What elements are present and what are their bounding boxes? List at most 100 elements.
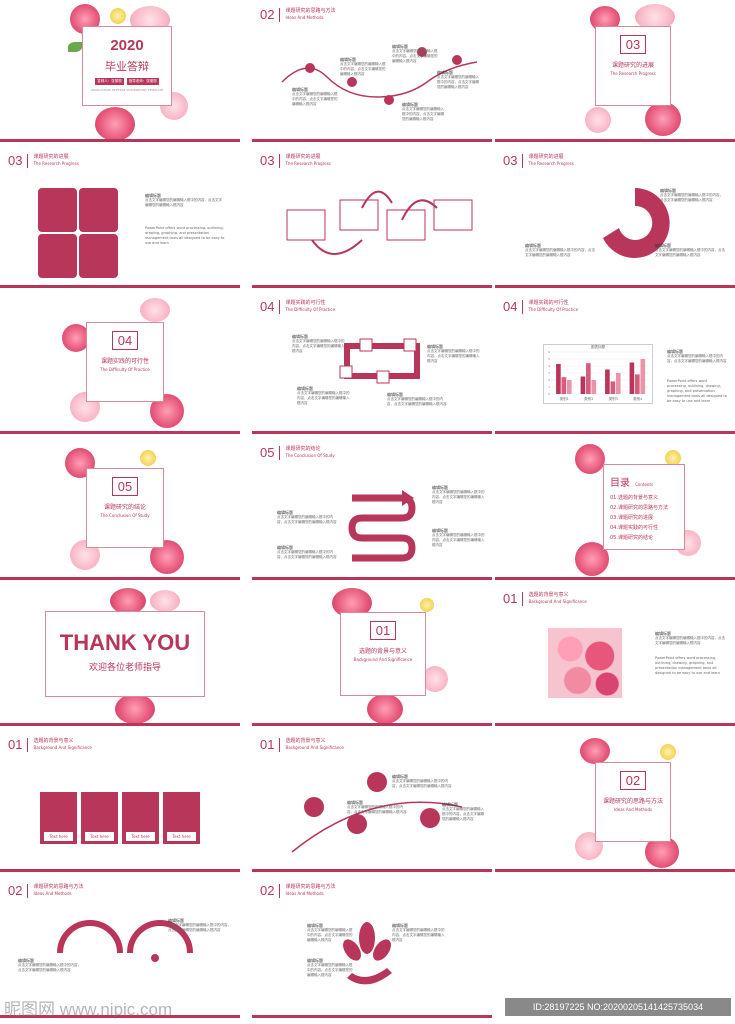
text-block: 编辑标题点击文字编辑您的编辑输入框中的内容，点击文字编辑您的编辑输入框内容 — [432, 528, 485, 547]
flower-decoration — [150, 590, 180, 612]
bar — [591, 380, 597, 394]
flower-decoration — [420, 598, 434, 612]
text-block: 编辑标题点击文字编辑您的编辑输入框中的内容，点击文字编辑您的编辑输入框内容 — [655, 631, 725, 645]
bar — [629, 362, 635, 394]
y-tick-label: 2 — [548, 378, 550, 382]
flower-decoration — [110, 588, 146, 614]
text-block: 编辑标题点击文字编辑您的编辑输入框中的内容，点击文字编辑您的编辑输入框内容 — [277, 510, 337, 524]
card-button[interactable]: Text here — [85, 832, 114, 841]
flower-decoration — [635, 4, 675, 30]
cards-row: Text here Text here Text here Text here — [40, 792, 200, 844]
contents-item[interactable]: 01.选题的背景与意义 — [610, 495, 658, 501]
slide-section-02[interactable]: 02 课题研究的思路与方法 Ideas And Methods — [495, 732, 735, 872]
text-block: 编辑标题点击文字编辑您的编辑输入框中的内容，点击文字编辑您的编辑输入框内容 — [402, 102, 444, 121]
x-tick-label: 类别4 — [633, 396, 643, 401]
bar — [586, 363, 591, 394]
bar — [610, 381, 616, 394]
flower-decoration — [110, 8, 126, 24]
flower-decoration — [422, 666, 448, 692]
slide-contents[interactable]: 目录 Contents 01.选题的背景与意义 02.课题研究的思路与方法 03… — [495, 440, 735, 580]
x-tick-label: 类别2 — [584, 396, 593, 401]
text-block: 编辑标题点击文字编辑您的编辑输入框中的内容，点击文字编辑您的编辑输入框内容 — [387, 392, 447, 406]
text-block: 编辑标题点击文字编辑您的编辑输入框中的内容，点击文字编辑您的编辑输入框内容 — [427, 344, 480, 363]
text-block: 编辑标题点击文字编辑您的编辑输入框中的内容，点击文字编辑您的编辑输入框内容 — [392, 774, 452, 788]
text-block: 编辑标题点击文字编辑您的编辑输入框中的内容，点击文字编辑您的编辑输入框内容 — [297, 386, 350, 405]
roses-photo — [548, 628, 622, 698]
flower-decoration — [140, 298, 170, 322]
card: Text here — [163, 792, 200, 844]
section-frame: 02 课题研究的思路与方法 Ideas And Methods — [595, 762, 671, 842]
puzzle-graphic — [38, 188, 118, 278]
card-button[interactable]: Text here — [44, 832, 73, 841]
cover-advisor: 指导老师：张丽丽 — [126, 78, 159, 85]
text-block-en: PowerPoint offers word processing, outli… — [145, 226, 225, 245]
bar — [566, 380, 572, 394]
slide-thank-you[interactable]: THANK YOU 欢迎各位老师指导 — [0, 586, 240, 726]
slide-section-01[interactable]: 01 选题的背景与意义 Background And Significance — [252, 586, 492, 726]
bar — [640, 359, 646, 394]
cover-year: 2020 — [110, 37, 144, 54]
text-block: 编辑标题点击文字编辑您的编辑输入框中的内容，点击文字编辑您的编辑输入框内容 — [667, 349, 727, 363]
donut-graphic — [603, 188, 670, 258]
cover-speaker: 答辩人：张丽丽 — [95, 78, 124, 85]
text-block: 编辑标题点击文字编辑您的编辑输入框中的内容，点击文字编辑您的编辑输入框内容 — [347, 800, 407, 814]
cover-frame: 2020 毕业答辩 答辩人：张丽丽 指导老师：张丽丽 GRADUATION DE… — [82, 26, 172, 106]
flower-decoration — [665, 450, 681, 466]
contents-item[interactable]: 04.课题实践的可行性 — [610, 525, 658, 531]
bar — [635, 374, 640, 394]
flower-decoration — [62, 324, 90, 352]
bar — [615, 373, 621, 394]
slide-section-05[interactable]: 05 课题研究的结论 The Conclusion Of Study — [0, 440, 240, 580]
cover-subtitle: GRADUATION DEFENSE POWERPOINT TEMPLATE — [90, 88, 164, 92]
flower-decoration — [585, 107, 611, 133]
card-button[interactable]: Text here — [167, 832, 196, 841]
snake-arrow-graphic — [348, 490, 416, 562]
contents-item[interactable]: 02.课题研究的思路与方法 — [610, 505, 668, 511]
slide-section-03[interactable]: 03 课题研究的进展 The Research Progress — [495, 2, 735, 142]
text-block: 编辑标题点击文字编辑您的编辑输入框中的内容，点击文字编辑您的编辑输入框内容 — [168, 918, 231, 932]
card: Text here — [40, 792, 77, 844]
text-block-en: PowerPoint offers word processing, outli… — [667, 379, 727, 403]
contents-frame: 目录 Contents 01.选题的背景与意义 02.课题研究的思路与方法 03… — [603, 464, 685, 550]
card-button[interactable]: Text here — [126, 832, 155, 841]
slide-cover[interactable]: 2020 毕业答辩 答辩人：张丽丽 指导老师：张丽丽 GRADUATION DE… — [0, 2, 240, 142]
section-frame: 04 课题实践的可行性 The Difficulty Of Practice — [86, 322, 164, 402]
contents-item[interactable]: 05.课题研究的结论 — [610, 535, 653, 541]
text-block: 编辑标题点击文字编辑您的编辑输入框中的内容，点击文字编辑您的编辑输入框内容 — [525, 243, 595, 257]
watermark-left: 昵图网 www.nipic.com — [4, 1000, 173, 1019]
thanks-en: THANK YOU — [59, 630, 191, 655]
flower-decoration — [645, 102, 681, 136]
x-tick-label: 类别3 — [609, 396, 618, 401]
contents-item[interactable]: 03.课题研究的进展 — [610, 515, 653, 521]
slide-section-04[interactable]: 04 课题实践的可行性 The Difficulty Of Practice — [0, 294, 240, 434]
flower-decoration — [660, 744, 676, 760]
text-block-en: PowerPoint offers word processing, outli… — [655, 656, 721, 675]
text-block: 编辑标题点击文字编辑您的编辑输入框中的内容，点击文字编辑您的编辑输入框内容 — [660, 188, 723, 202]
flower-decoration — [115, 694, 155, 723]
leaf-decoration — [68, 42, 82, 52]
process-graphic — [286, 190, 473, 255]
